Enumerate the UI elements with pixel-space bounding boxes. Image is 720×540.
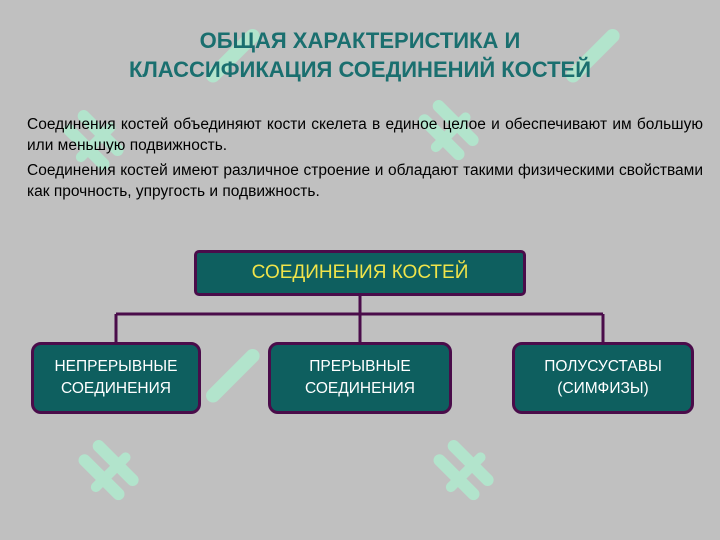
intro-text: Соединения костей объединяют кости скеле… [27, 114, 703, 206]
diagram-node-discontinuous: ПРЕРЫВНЫЕ СОЕДИНЕНИЯ [268, 342, 452, 414]
paragraph-2: Соединения костей имеют различное строен… [27, 162, 703, 200]
title-line-1: ОБЩАЯ ХАРАКТЕРИСТИКА И [199, 28, 521, 53]
node-label-line-1: ПРЕРЫВНЫЕ [309, 358, 411, 375]
root-label: СОЕДИНЕНИЯ КОСТЕЙ [251, 262, 469, 283]
node-label-line-1: НЕПРЕРЫВНЫЕ [54, 358, 178, 375]
page-title: ОБЩАЯ ХАРАКТЕРИСТИКА И КЛАССИФИКАЦИЯ СОЕ… [40, 26, 680, 84]
diagram-node-continuous: НЕПРЕРЫВНЫЕ СОЕДИНЕНИЯ [31, 342, 201, 414]
title-line-2: КЛАССИФИКАЦИЯ СОЕДИНЕНИЙ КОСТЕЙ [128, 57, 592, 82]
node-label-line-2: СОЕДИНЕНИЯ [61, 380, 171, 397]
diagram-node-symphyses: ПОЛУСУСТАВЫ (СИМФИЗЫ) [512, 342, 694, 414]
node-label-line-2: (СИМФИЗЫ) [557, 380, 649, 397]
paragraph-1: Соединения костей объединяют кости скеле… [27, 116, 703, 154]
node-label-line-2: СОЕДИНЕНИЯ [305, 380, 415, 397]
diagram-root-node: СОЕДИНЕНИЯ КОСТЕЙ [194, 250, 526, 296]
node-label-line-1: ПОЛУСУСТАВЫ [544, 358, 662, 375]
